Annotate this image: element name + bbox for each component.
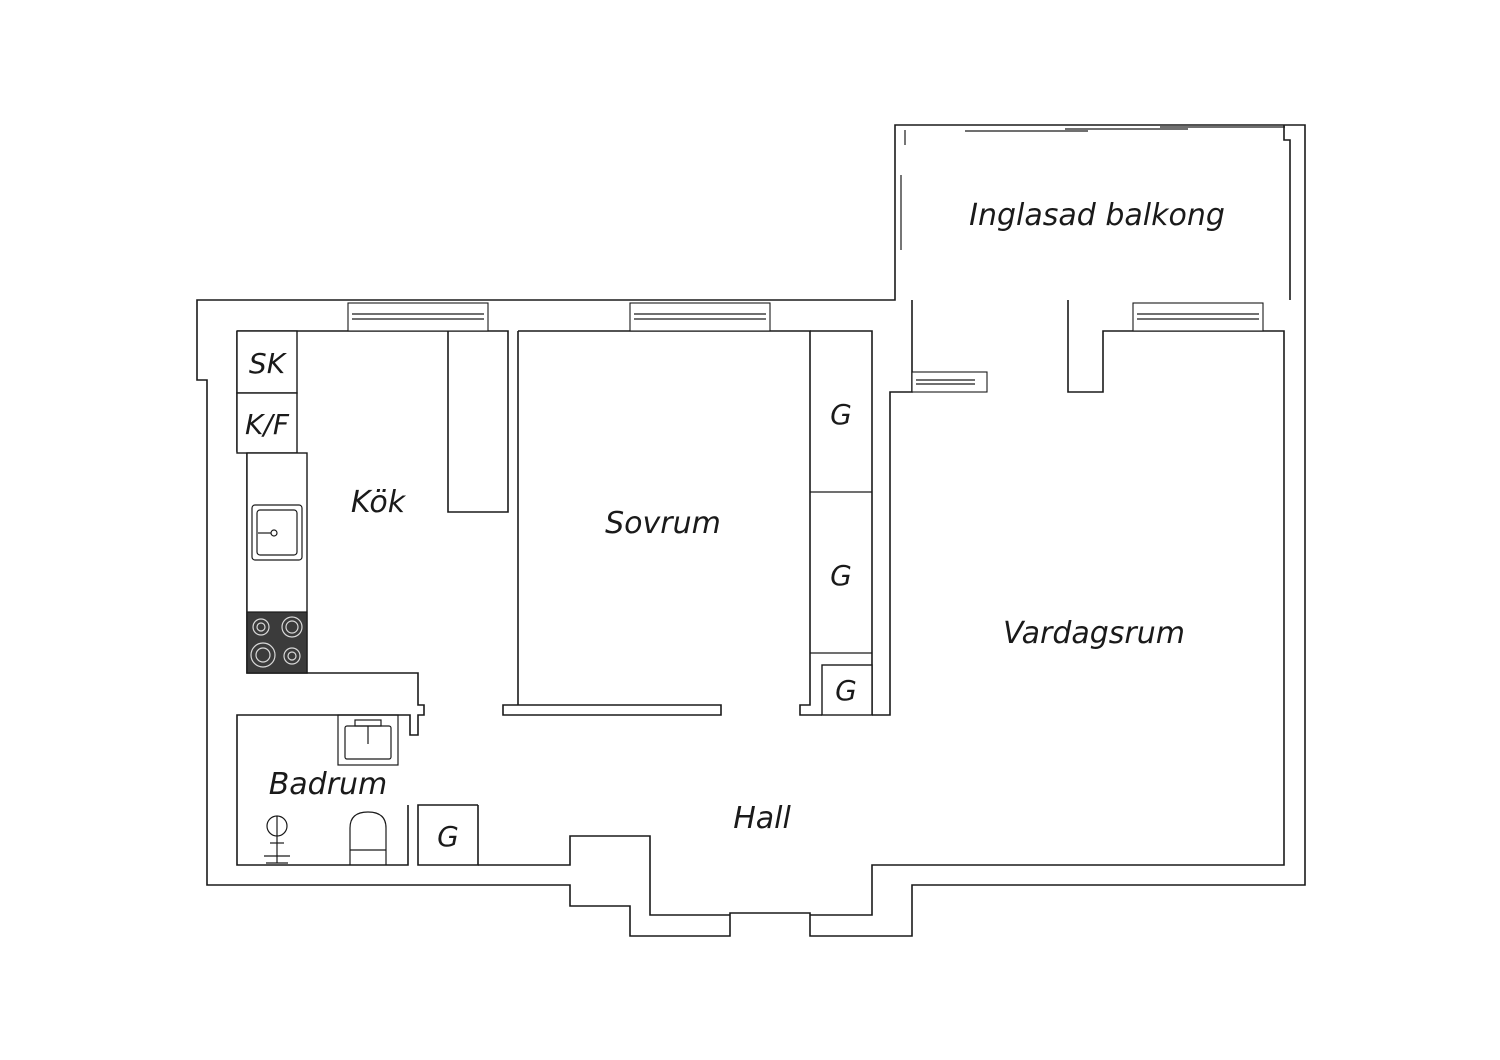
bedroom-window <box>629 302 771 332</box>
fridge-freezer-label: K/F <box>245 408 290 441</box>
hall-label: Hall <box>733 801 791 836</box>
bedroom-walls <box>502 330 873 716</box>
kitchen-sink-icon <box>251 504 303 561</box>
kitchen-label: Kök <box>351 485 407 520</box>
wardrobe-label-2: G <box>830 559 852 592</box>
shower-icon <box>264 815 290 864</box>
kitchen-fixtures <box>236 330 308 674</box>
wardrobe-label-4: G <box>437 820 459 853</box>
wardrobe-label-1: G <box>830 398 852 431</box>
windows <box>347 126 1285 393</box>
bedroom-label: Sovrum <box>605 506 721 541</box>
stove-icon <box>246 611 308 674</box>
living-room-label: Vardagsrum <box>1003 616 1185 651</box>
freezer-label: SK <box>249 347 288 380</box>
kitchen-window <box>347 302 489 332</box>
bathroom-fixtures <box>264 714 399 865</box>
living-room-window <box>1132 302 1264 332</box>
hall-wardrobe-small <box>821 664 873 716</box>
bathroom-sink-icon <box>337 714 399 766</box>
fridge-freezer-cabinet <box>236 392 298 454</box>
bathroom-label: Badrum <box>269 767 388 802</box>
toilet-icon <box>349 811 387 865</box>
wardrobe-label-3: G <box>835 674 857 707</box>
balcony-door-window <box>911 371 988 393</box>
balcony-label: Inglasad balkong <box>969 198 1225 233</box>
